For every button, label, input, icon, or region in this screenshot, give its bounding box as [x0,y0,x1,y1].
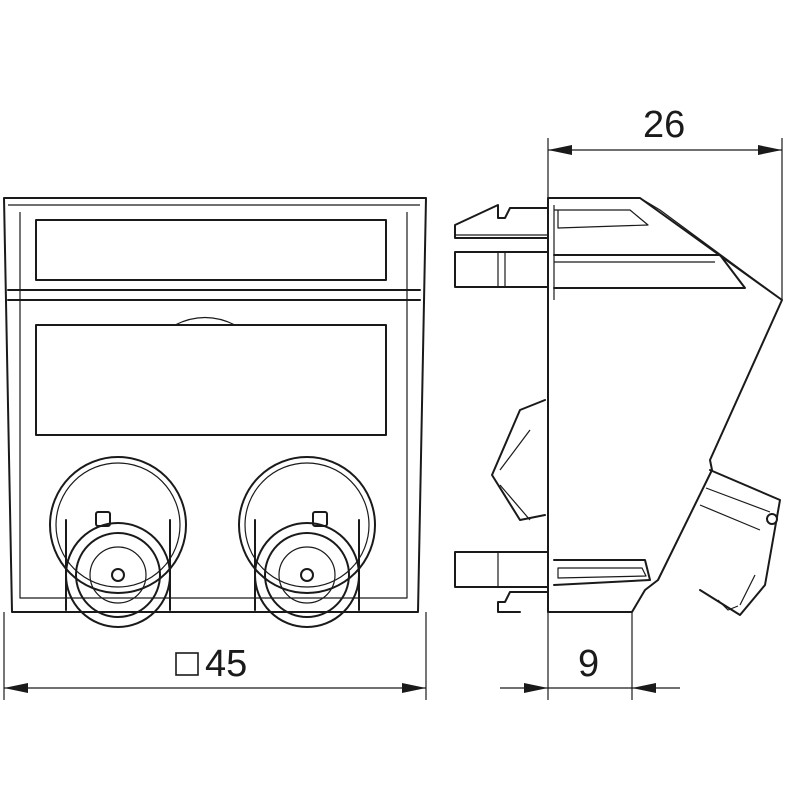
side-bottom-latch [497,591,549,613]
side-housing [547,197,783,613]
side-bnc-barrel [491,399,781,616]
width-dimension: 45 [3,612,427,700]
lower-label-window [35,324,387,436]
front-lower-face [19,300,408,599]
side-view: 26 9 [454,104,783,700]
side-lower-peg [454,551,549,588]
depth-label: 26 [643,104,685,146]
front-top-bevel [8,204,420,300]
offset-label: 9 [578,643,599,685]
square-symbol [175,652,199,676]
side-upper-peg [454,251,549,288]
width-label: 45 [205,643,247,685]
offset-dimension: 9 [500,612,680,700]
front-center-clip [174,316,236,326]
bnc-connector-right [238,456,376,628]
front-view: 45 [3,197,427,700]
bnc-connector-left [49,456,187,628]
side-top-latch [454,204,549,239]
depth-dimension: 26 [547,104,783,300]
upper-label-window [35,219,387,281]
front-frame [3,197,427,613]
front-divider [7,289,421,301]
